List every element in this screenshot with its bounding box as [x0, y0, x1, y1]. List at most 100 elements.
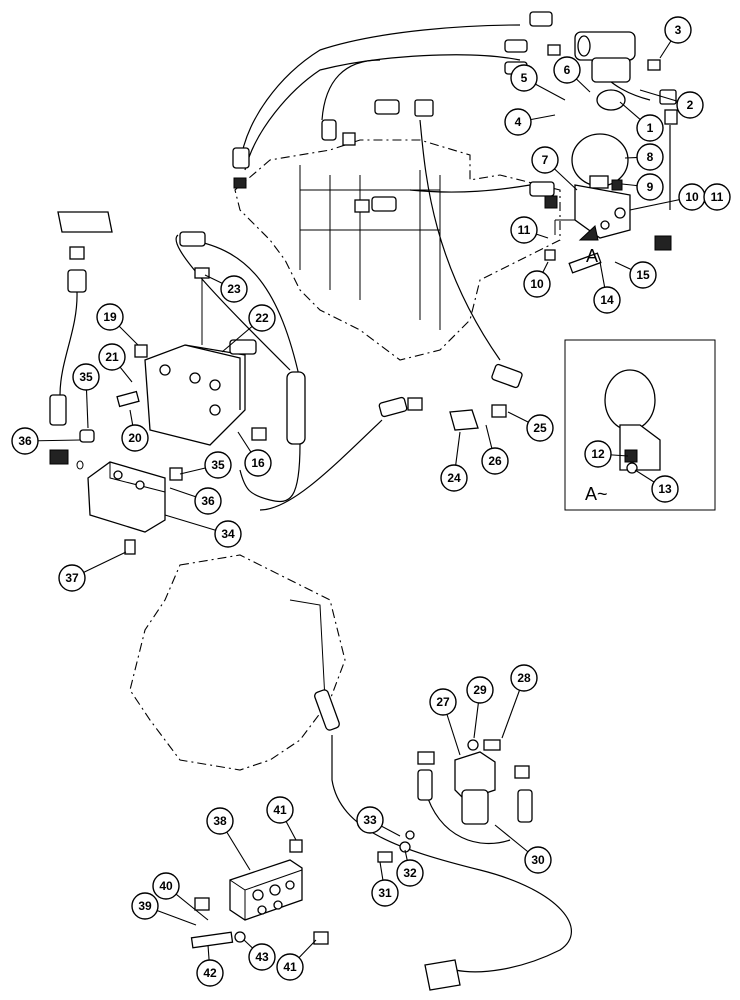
callout-number: 6: [564, 63, 571, 77]
callout-number: 35: [79, 370, 93, 384]
callout-circle: [629, 261, 657, 289]
callout-35a: 35: [72, 363, 100, 429]
callout-35b: 35: [179, 451, 232, 479]
callout-circle: [553, 56, 581, 84]
callout-19: 19: [96, 303, 139, 346]
callout-20: 20: [121, 409, 149, 452]
callout-number: 35: [211, 458, 225, 472]
callout-circle: [58, 564, 86, 592]
callout-32: 32: [396, 849, 424, 887]
callout-30: 30: [494, 824, 552, 874]
callout-circle: [510, 216, 538, 244]
callout-25: 25: [507, 411, 554, 442]
callout-number: 41: [273, 803, 287, 817]
callout-number: 25: [533, 421, 547, 435]
callout-circle: [466, 676, 494, 704]
callout-circle: [206, 807, 234, 835]
callout-39: 39: [131, 892, 197, 926]
callout-circle: [526, 414, 554, 442]
callout-circle: [131, 892, 159, 920]
callout-circle: [72, 363, 100, 391]
callout-2: 2: [639, 89, 704, 119]
callout-circle: [396, 859, 424, 887]
callout-circle: [98, 343, 126, 371]
callout-8: 8: [624, 143, 664, 171]
callout-number: 10: [530, 277, 544, 291]
engine-outline-upper: [234, 139, 561, 361]
callout-number: 37: [65, 571, 79, 585]
callout-circle: [266, 796, 294, 824]
callout-circle: [636, 114, 664, 142]
left-hose-assembly: [49, 211, 383, 511]
callout-circle: [248, 304, 276, 332]
callout-16: 16: [237, 431, 272, 477]
return-filter: [417, 739, 530, 825]
lower-hoses: [314, 689, 572, 991]
callout-3: 3: [659, 16, 692, 59]
callout-circle: [194, 487, 222, 515]
upper-hoses: [239, 24, 671, 361]
callout-circle: [510, 664, 538, 692]
callout-number: 4: [515, 115, 522, 129]
callout-circle: [636, 143, 664, 171]
callout-number: 7: [542, 153, 549, 167]
engine-outline-lower: [129, 554, 346, 771]
callout-number: 5: [521, 71, 528, 85]
callout-11b: 11: [510, 216, 549, 244]
inset-view-a: [564, 339, 716, 511]
callout-number: 28: [517, 671, 531, 685]
callout-number: 3: [675, 23, 682, 37]
callout-number: 14: [600, 293, 614, 307]
callout-circle: [152, 872, 180, 900]
callout-circle: [703, 183, 731, 211]
callout-circle: [676, 91, 704, 119]
callout-34: 34: [164, 514, 242, 548]
manifold-block: [76, 429, 183, 555]
control-valve-block: [116, 267, 267, 446]
callout-31: 31: [371, 861, 399, 907]
callout-9: 9: [621, 173, 664, 201]
callout-number: 9: [647, 180, 654, 194]
callout-33: 33: [356, 806, 401, 837]
callout-10b: 10: [523, 261, 551, 298]
callout-38: 38: [206, 807, 251, 871]
callout-5: 5: [510, 64, 566, 101]
callout-circle: [510, 64, 538, 92]
callout-circle: [429, 688, 457, 716]
callout-41a: 41: [266, 796, 297, 841]
callout-circle: [651, 475, 679, 503]
callout-circle: [371, 879, 399, 907]
callout-28: 28: [501, 664, 538, 739]
callout-circle: [440, 464, 468, 492]
callout-23: 23: [204, 274, 248, 303]
callout-41b: 41: [276, 939, 317, 981]
callout-number: 13: [658, 482, 672, 496]
callout-number: 41: [283, 960, 297, 974]
callout-number: 11: [711, 190, 724, 204]
callout-36b: 36: [169, 487, 222, 515]
callout-4: 4: [504, 108, 556, 136]
callout-15: 15: [614, 261, 657, 289]
callout-number: 26: [488, 454, 502, 468]
callout-circle: [481, 447, 509, 475]
callout-number: 20: [128, 431, 142, 445]
callout-number: 15: [636, 268, 650, 282]
callout-circle: [214, 520, 242, 548]
callout-14: 14: [593, 261, 621, 314]
callout-number: 34: [221, 527, 235, 541]
callout-number: 36: [18, 434, 32, 448]
callout-number: 8: [647, 150, 654, 164]
view-marker-a: A: [586, 246, 598, 266]
callout-circle: [523, 270, 551, 298]
callout-37: 37: [58, 551, 127, 592]
pilot-control-valve: [544, 133, 672, 274]
callout-circle: [121, 424, 149, 452]
callout-circle: [248, 943, 276, 971]
inset-label: A~: [585, 484, 608, 504]
callout-number: 16: [251, 456, 265, 470]
callout-circle: [504, 108, 532, 136]
callout-13: 13: [634, 469, 679, 503]
callout-42: 42: [196, 944, 224, 987]
